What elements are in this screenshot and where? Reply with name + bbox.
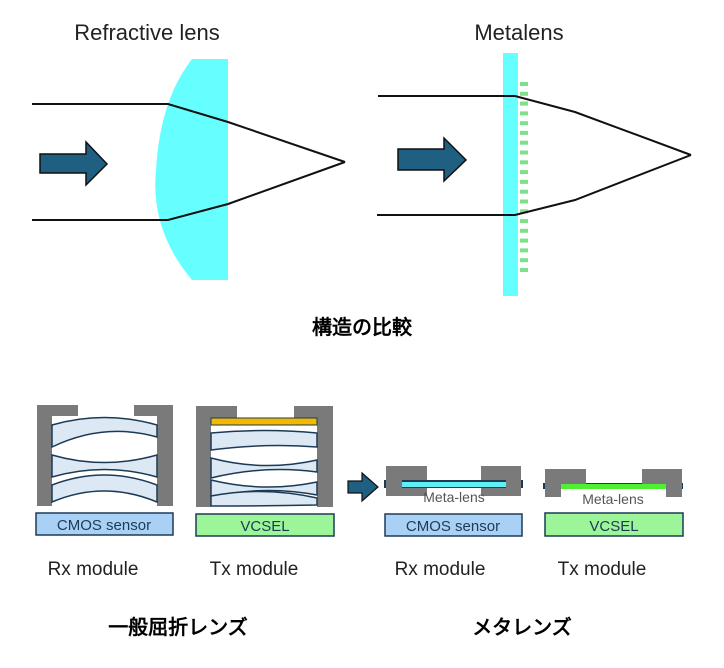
rx-lens-stack [51, 416, 158, 504]
meta-rx-housing [506, 476, 521, 496]
meta-rx-module-label: Rx module [395, 559, 486, 580]
nanostructure-pillar [520, 121, 528, 126]
conventional-tx-module: VCSEL Tx module [195, 406, 335, 580]
nanostructure-pillar [520, 248, 528, 253]
nanostructure-pillar [520, 111, 528, 116]
light-direction-arrow-icon [39, 140, 109, 187]
nanostructure-pillar [520, 228, 528, 233]
tx-lens-stack [210, 429, 318, 507]
meta-lens-rx [402, 482, 506, 487]
meta-rx-housing [386, 476, 402, 496]
meta-tx-module: Meta-lens VCSEL Tx module [543, 469, 684, 580]
ray-top [32, 103, 346, 163]
vcsel-box [195, 513, 335, 537]
structure-comparison-caption: 構造の比較 [312, 315, 413, 339]
nanostructure-pillar [520, 209, 528, 214]
tx-lens-element [210, 490, 318, 507]
tx-module-label: Tx module [210, 559, 299, 580]
meta-vcsel-box [544, 512, 684, 537]
metalens-substrate [503, 53, 518, 296]
transition-arrow-icon [347, 471, 379, 503]
nanostructure-pillar [520, 179, 528, 184]
nanostructure-pillar [520, 91, 528, 96]
refractive-lens-shape [155, 59, 228, 280]
rx-housing [134, 405, 173, 506]
vcsel-label: VCSEL [240, 518, 289, 535]
rx-lens-element [51, 474, 158, 504]
metalens-title: Metalens [474, 20, 563, 45]
ray-bottom [377, 154, 692, 216]
rx-housing [37, 405, 78, 506]
metalens-caption: メタレンズ [472, 615, 572, 639]
tx-window-filter [210, 417, 318, 426]
ray-bottom [32, 161, 346, 221]
nanostructure-pillar [520, 160, 528, 165]
conventional-rx-module: CMOS sensor Rx module [35, 405, 174, 580]
nanostructure-pillar [520, 199, 528, 204]
meta-lens-tx [561, 484, 666, 489]
tx-lens-element [210, 429, 318, 451]
nanostructure-pillar [520, 170, 528, 175]
meta-rx-module: Meta-lens CMOS sensor Rx module [384, 466, 523, 580]
rx-lens-element [51, 416, 158, 449]
nanostructure-pillar [520, 258, 528, 263]
meta-vcsel-label: VCSEL [589, 518, 638, 535]
nanostructure-pillar [520, 268, 528, 272]
meta-tx-housing [545, 469, 561, 497]
meta-tx-housing [666, 469, 682, 497]
meta-lens-tx-label: Meta-lens [582, 491, 643, 507]
tx-housing [294, 406, 333, 507]
refractive-lens-title: Refractive lens [74, 20, 220, 45]
metalens-nanostructures [520, 82, 528, 272]
nanostructure-pillar [520, 140, 528, 145]
conventional-lens-caption: 一般屈折レンズ [108, 615, 248, 639]
nanostructure-pillar [520, 130, 528, 135]
nanostructure-pillar [520, 101, 528, 106]
meta-lens-rx-label: Meta-lens [423, 489, 484, 505]
meta-tx-module-label: Tx module [558, 559, 647, 580]
rx-lens-element [51, 454, 158, 478]
rx-module-label: Rx module [48, 559, 139, 580]
ray-top [378, 95, 692, 156]
nanostructure-pillar [520, 150, 528, 155]
light-direction-arrow-icon [397, 136, 468, 183]
tx-lens-element [210, 457, 318, 479]
nanostructure-pillar [520, 219, 528, 224]
cmos-sensor-label: CMOS sensor [57, 517, 151, 534]
nanostructure-pillar [520, 189, 528, 194]
metalens-panel: Metalens [377, 20, 692, 296]
nanostructure-pillar [520, 82, 528, 86]
tx-housing [196, 406, 237, 507]
cmos-sensor-box [35, 512, 174, 536]
meta-cmos-sensor-box [384, 513, 523, 537]
refractive-lens-panel: Refractive lens [32, 20, 346, 280]
nanostructure-pillar [520, 238, 528, 243]
meta-cmos-sensor-label: CMOS sensor [406, 518, 500, 535]
